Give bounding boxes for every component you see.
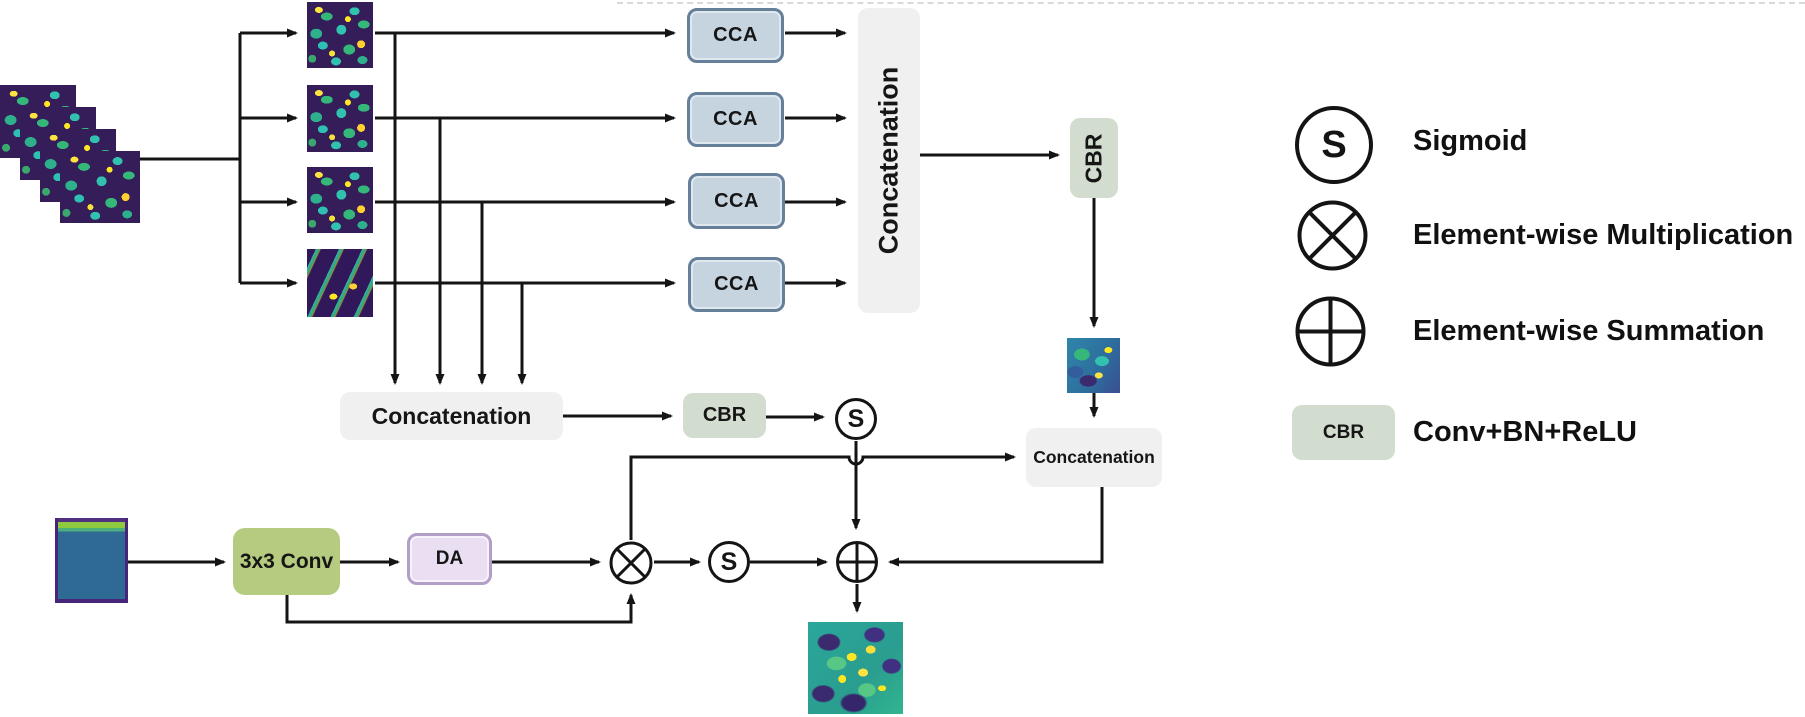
- cca-block-2: CCA: [687, 92, 784, 147]
- legend-multiply-icon: [1297, 200, 1368, 271]
- top-crop-line: [617, 2, 1805, 4]
- legend-sigmoid-label: Sigmoid: [1413, 124, 1528, 157]
- sum-node-icon: [836, 541, 878, 583]
- split-feature-map-4: [307, 249, 373, 317]
- split-feature-map-2: [307, 85, 373, 152]
- legend-cbr-label: Conv+BN+ReLU: [1413, 416, 1637, 448]
- cbr-block-mid: CBR: [683, 393, 766, 438]
- cbr-output-feature-map: [1067, 338, 1120, 393]
- legend-sum-label: Element-wise Summation: [1413, 315, 1765, 347]
- legend-sigmoid-icon: S: [1295, 106, 1373, 184]
- sigmoid-node-1: S: [835, 398, 877, 440]
- concatenation-block-mid: Concatenation: [340, 392, 563, 440]
- concatenation-block-right: Concatenation: [1026, 428, 1162, 487]
- cbr-block-top: CBR: [1070, 118, 1118, 198]
- split-feature-map-1: [307, 2, 373, 68]
- da-block: DA: [407, 533, 492, 585]
- output-feature-map: [808, 622, 903, 714]
- conv3x3-block: 3x3 Conv: [233, 528, 340, 595]
- cca-block-4: CCA: [688, 257, 785, 312]
- sigmoid-node-2: S: [708, 541, 750, 583]
- concatenation-block-top-label: Concatenation: [873, 66, 904, 255]
- legend-sum-icon: [1295, 296, 1366, 367]
- concatenation-block-top: Concatenation: [858, 8, 920, 313]
- cca-block-3: CCA: [688, 173, 785, 229]
- legend-multiply-label: Element-wise Multiplication: [1413, 219, 1794, 251]
- input-feature-stack-image-4: [60, 151, 140, 223]
- cca-block-1: CCA: [687, 8, 784, 63]
- split-feature-map-3: [307, 167, 373, 233]
- legend-cbr-icon: CBR: [1292, 405, 1395, 460]
- decoder-input-image: [55, 518, 128, 603]
- multiply-node-icon: [609, 541, 653, 585]
- cbr-block-top-label: CBR: [1080, 133, 1107, 183]
